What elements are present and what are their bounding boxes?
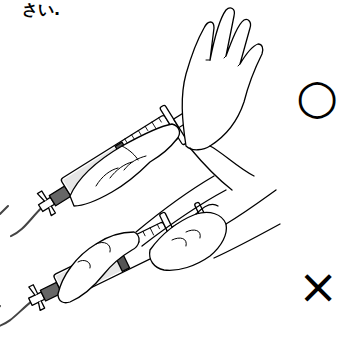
wrong-method-illustration (0, 176, 280, 338)
instruction-text: さい. (22, 2, 60, 18)
correct-method-illustration (0, 8, 263, 248)
correct-mark: ○ (296, 72, 338, 120)
wrong-mark: × (298, 262, 338, 310)
